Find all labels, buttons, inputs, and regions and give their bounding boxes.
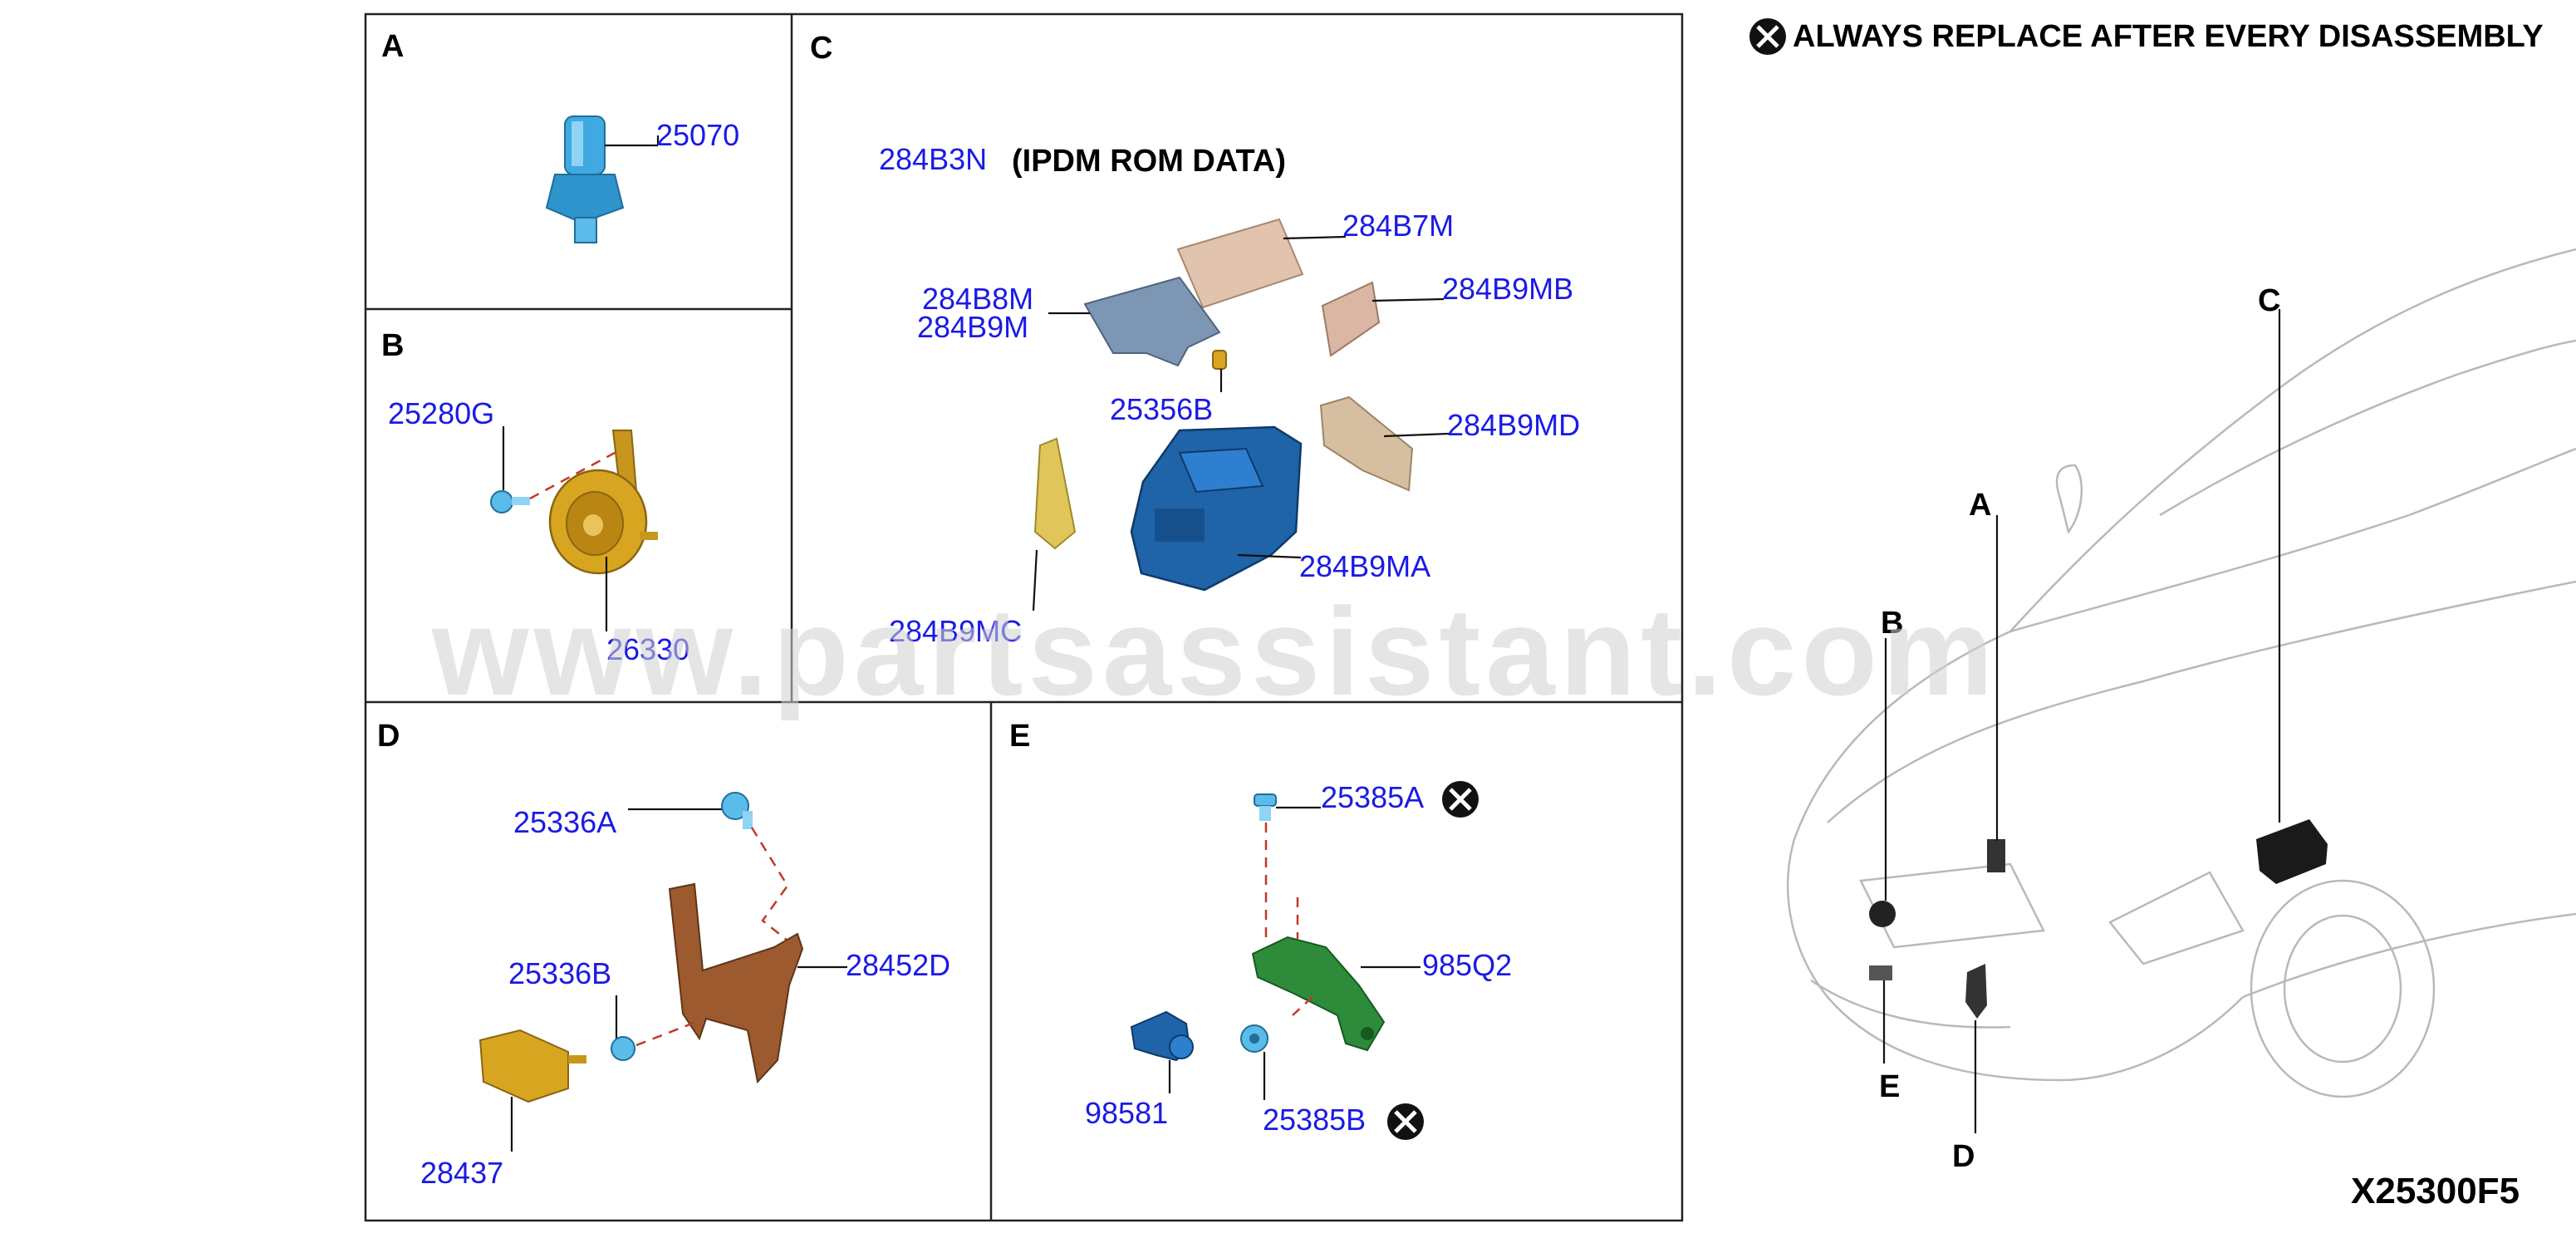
- bracket-985q2[interactable]: [1251, 936, 1386, 1052]
- label-28452d[interactable]: 28452D: [846, 948, 950, 982]
- vehicle-callout-d: D: [1952, 1139, 1975, 1174]
- bolt-25336b[interactable]: [611, 1036, 635, 1061]
- horn-26330[interactable]: [548, 430, 658, 575]
- label-284b9ma[interactable]: 284B9MA: [1299, 549, 1430, 583]
- panel-letter-e: E: [1009, 719, 1030, 754]
- bolt-25280g[interactable]: [490, 490, 530, 513]
- sensor-98581[interactable]: [1130, 1010, 1194, 1062]
- panel-letter-b: B: [381, 328, 404, 363]
- fastener-25356b[interactable]: [1212, 350, 1227, 370]
- module-284b8m[interactable]: [1083, 276, 1221, 367]
- label-284b8m[interactable]: 284B8M: [922, 282, 1033, 316]
- label-284b7m[interactable]: 284B7M: [1342, 209, 1454, 243]
- ipdm-rom-note: (IPDM ROM DATA): [1012, 144, 1286, 179]
- panel-e: E 25385A 985Q2 98581 2538: [1009, 719, 1512, 1140]
- module-28437[interactable]: [478, 1029, 586, 1103]
- module-284b7m[interactable]: [1176, 218, 1304, 309]
- vehicle-callout-a: A: [1969, 488, 1991, 523]
- panel-c: C 284B3N (IPDM ROM DATA) 284B7M 284B8M 2…: [810, 31, 1580, 648]
- panel-grid: [364, 12, 1684, 1222]
- label-25336b[interactable]: 25336B: [508, 956, 611, 990]
- label-28437[interactable]: 28437: [420, 1156, 503, 1190]
- vehicle-callout-c: C: [2258, 283, 2280, 318]
- vehicle-callout-b: B: [1881, 606, 1903, 641]
- bolt-25385a[interactable]: [1254, 793, 1277, 821]
- panel-letter-c: C: [810, 31, 832, 66]
- label-284b9mc[interactable]: 284B9MC: [889, 614, 1022, 648]
- label-25336a[interactable]: 25336A: [513, 805, 616, 839]
- label-25356b[interactable]: 25356B: [1110, 392, 1213, 426]
- label-25280g[interactable]: 25280G: [388, 396, 494, 430]
- cover-284b9mb[interactable]: [1321, 281, 1381, 357]
- replace-note-text: ALWAYS REPLACE AFTER EVERY DISASSEMBLY: [1793, 19, 2544, 54]
- label-284b9mb[interactable]: 284B9MB: [1442, 272, 1573, 306]
- label-98581[interactable]: 98581: [1085, 1096, 1168, 1130]
- panel-letter-d: D: [377, 719, 400, 754]
- label-284b9md[interactable]: 284B9MD: [1447, 408, 1580, 442]
- x-circle-icon: [1387, 1103, 1424, 1140]
- label-284b9m[interactable]: 284B9M: [917, 310, 1028, 344]
- x-circle-icon: [1442, 781, 1479, 818]
- pressure-sensor-25070[interactable]: [545, 115, 625, 243]
- vehicle-callout-e: E: [1879, 1069, 1900, 1104]
- label-284b3n[interactable]: 284B3N: [879, 142, 987, 176]
- panel-a: A 25070: [381, 29, 739, 243]
- label-985q2[interactable]: 985Q2: [1422, 948, 1512, 982]
- bracket-28452d[interactable]: [668, 882, 804, 1084]
- watermark: www.partsassistant.com: [431, 582, 1998, 721]
- panel-b: B 25280G 26330: [381, 328, 689, 666]
- label-25385a[interactable]: 25385A: [1321, 780, 1424, 814]
- replace-note: ALWAYS REPLACE AFTER EVERY DISASSEMBLY: [1749, 18, 2544, 55]
- board-284b9md[interactable]: [1319, 395, 1414, 492]
- label-26330[interactable]: 26330: [606, 632, 689, 666]
- panel-d: D 25336A 28452D 25336B 28437: [377, 719, 950, 1190]
- bracket-284b9mc[interactable]: [1033, 437, 1077, 550]
- ipdm-box-284b9ma[interactable]: [1130, 425, 1303, 592]
- diagram-code: X25300F5: [2351, 1171, 2520, 1211]
- label-25385b[interactable]: 25385B: [1263, 1103, 1366, 1137]
- bolt-25385b[interactable]: [1240, 1024, 1268, 1053]
- panel-letter-a: A: [381, 29, 404, 64]
- label-25070[interactable]: 25070: [656, 118, 739, 152]
- x-circle-icon: [1749, 18, 1786, 55]
- vehicle-illustration: [1786, 248, 2576, 1098]
- bolt-25336a[interactable]: [721, 792, 753, 829]
